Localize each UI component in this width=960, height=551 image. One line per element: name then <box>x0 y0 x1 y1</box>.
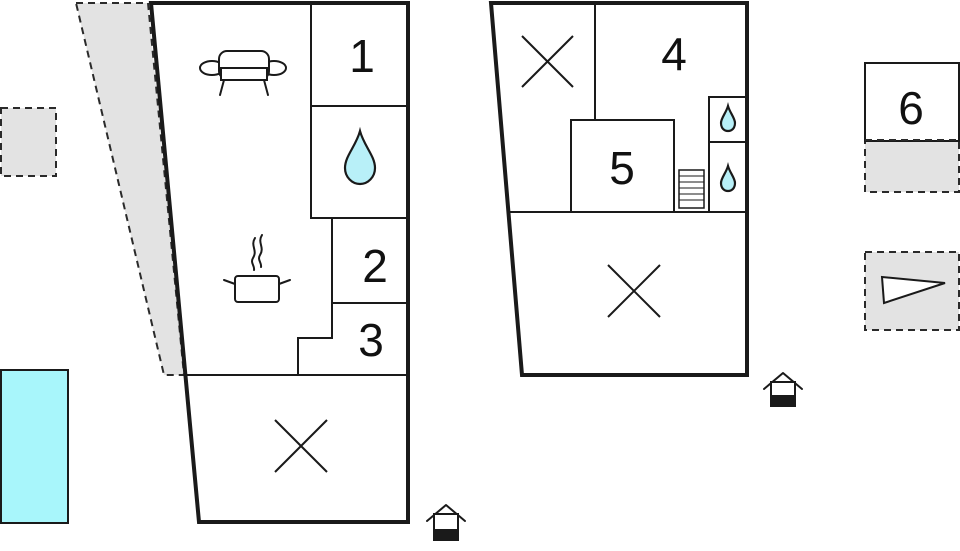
building-right-outline <box>488 0 749 377</box>
room-4-label: 4 <box>661 28 687 80</box>
cross-mark-icon <box>607 264 661 318</box>
triangle-icon <box>880 275 946 305</box>
pool <box>0 369 69 524</box>
cross-mark-icon <box>274 419 328 473</box>
room-1-label: 1 <box>349 30 375 82</box>
outdoor-area-small <box>0 107 57 177</box>
building-left-outline <box>148 1 410 524</box>
sofa-icon <box>199 50 287 96</box>
room-6 <box>864 62 960 142</box>
water-drop-icon <box>719 102 737 133</box>
room-6-label: 6 <box>898 82 924 134</box>
cooking-pot-icon <box>223 234 291 303</box>
room-5-label: 5 <box>609 142 635 194</box>
water-drop-icon <box>343 126 377 186</box>
water-drop-icon <box>719 162 737 193</box>
door-entrance-icon <box>763 372 803 407</box>
room-3-label: 3 <box>358 314 384 366</box>
outdoor-area-6 <box>864 139 960 193</box>
cross-mark-icon <box>521 35 574 88</box>
room-2-label: 2 <box>362 240 388 292</box>
stairs-icon <box>678 169 705 209</box>
door-entrance-icon <box>426 504 466 541</box>
